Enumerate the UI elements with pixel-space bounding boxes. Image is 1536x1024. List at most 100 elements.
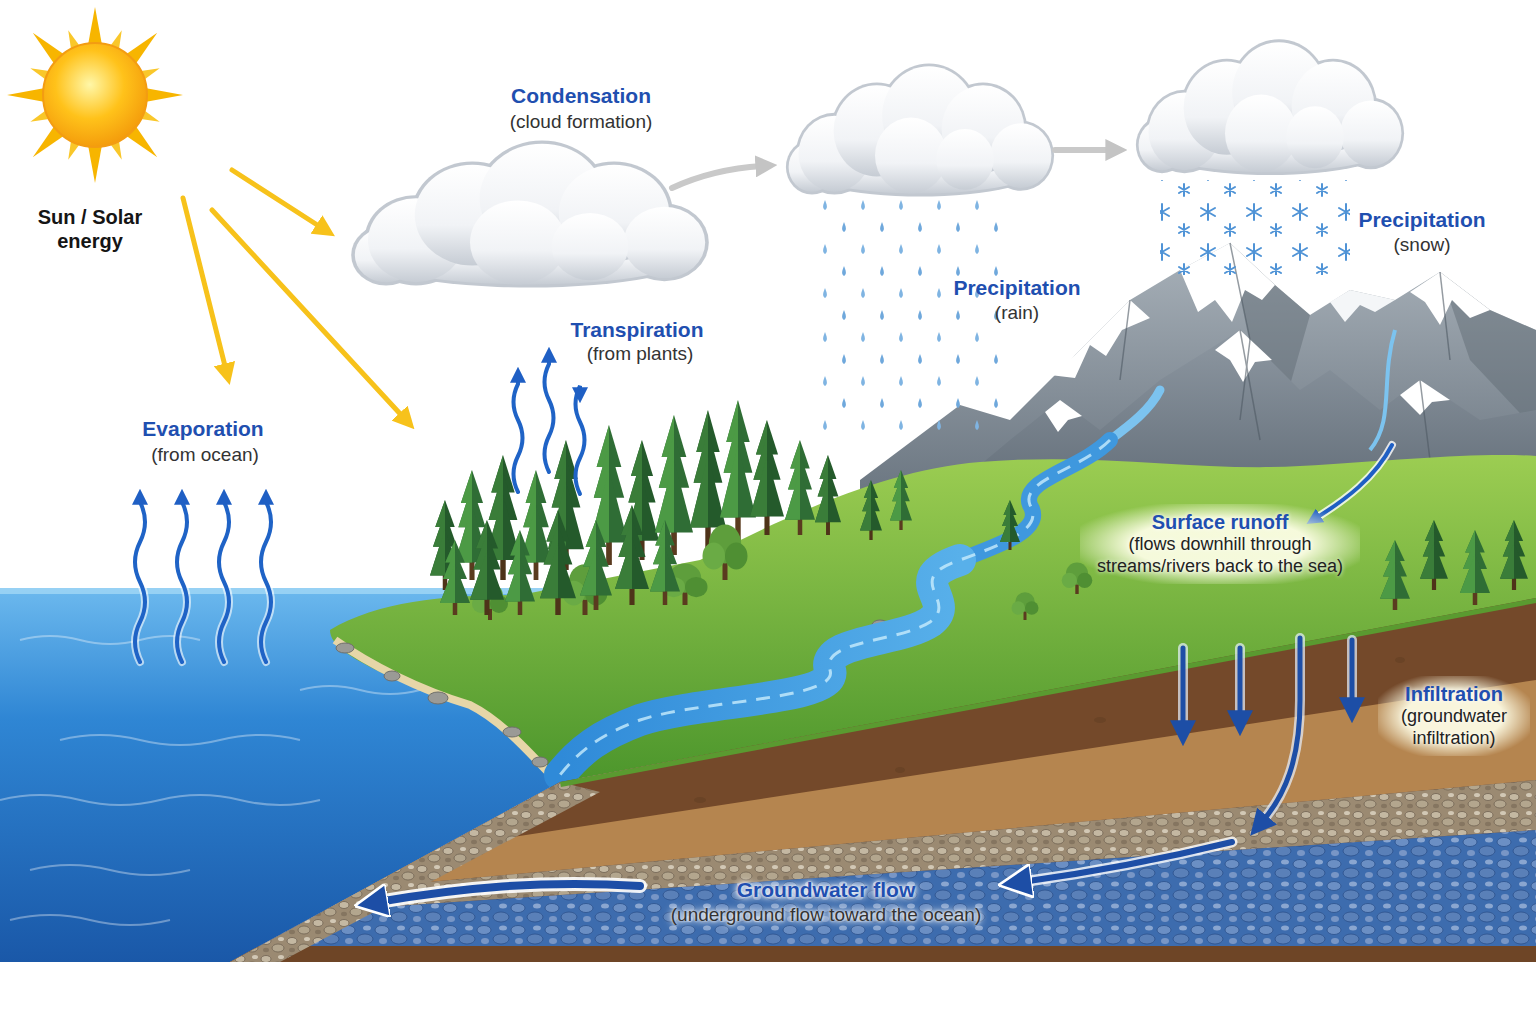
precipitation-symbols <box>1160 180 1350 275</box>
infiltration-arrow <box>1235 648 1245 718</box>
infiltration-arrow <box>1183 638 1352 822</box>
solar-arrow <box>232 170 322 228</box>
evaporation-arrow <box>219 500 229 662</box>
mountain-range <box>1050 300 1150 378</box>
soil-cross-section <box>200 580 1536 970</box>
soil-cross-section <box>230 782 600 962</box>
infiltration-arrow <box>1238 648 1243 718</box>
cloud-movement-arrow <box>672 150 1112 188</box>
soil-cross-section <box>895 767 905 773</box>
forest <box>703 525 748 581</box>
infiltration-arrow <box>1183 638 1352 822</box>
forest <box>440 540 470 615</box>
forest <box>1460 530 1490 605</box>
evaporation-arrow <box>177 500 187 662</box>
evaporation-arrow <box>135 500 145 662</box>
callout-heading: Surface runoff <box>1084 510 1356 534</box>
infiltration-arrow <box>1262 638 1300 822</box>
soil-cross-section <box>200 580 1536 970</box>
callout-description: (groundwater infiltration) <box>1382 706 1526 750</box>
infiltration-arrow <box>1181 648 1186 728</box>
callout-box: Infiltration(groundwater infiltration) <box>1378 676 1530 756</box>
sun <box>7 7 183 183</box>
mountain-range <box>1440 272 1450 360</box>
river <box>1110 390 1160 440</box>
sun <box>88 7 102 45</box>
forest <box>580 520 612 610</box>
soil-cross-section <box>694 797 706 803</box>
meadow-land <box>384 671 400 681</box>
sun <box>7 88 45 102</box>
forest <box>785 440 815 535</box>
solar-arrow <box>183 170 404 418</box>
callout-heading: Infiltration <box>1382 682 1526 706</box>
sun <box>88 145 102 183</box>
mountain-range <box>1400 380 1450 415</box>
stage-heading: Precipitation <box>953 275 1080 301</box>
meadow-land <box>335 640 548 772</box>
cloud <box>786 63 1054 196</box>
groundwater-arrow <box>378 842 1232 902</box>
evaporation-arrow <box>261 500 271 662</box>
solar-arrow <box>212 210 404 418</box>
meadow-land <box>532 757 548 767</box>
energy-source-label: Sun / Solar energy <box>25 205 155 254</box>
evaporation-arrow <box>135 500 271 662</box>
stage-description: (from ocean) <box>151 443 259 466</box>
forest <box>1420 520 1448 590</box>
groundwater-arrow <box>1022 842 1232 882</box>
evaporation-arrow <box>135 500 271 662</box>
transpiration-arrow <box>545 358 554 472</box>
ocean <box>300 686 420 694</box>
mountain-range <box>1410 272 1490 325</box>
cloud <box>351 141 709 288</box>
river <box>1370 330 1395 450</box>
forest <box>750 420 784 535</box>
evaporation-arrow <box>135 500 145 662</box>
mountain-range <box>1330 290 1395 322</box>
forest <box>650 520 680 605</box>
mountain-range <box>1120 243 1450 460</box>
infiltration-arrow <box>1350 640 1355 705</box>
meadow-land <box>503 727 521 737</box>
transpiration-arrow <box>514 358 585 494</box>
soil-cross-section <box>560 598 1536 782</box>
forest <box>470 520 504 615</box>
evaporation-arrow <box>219 500 229 662</box>
sun <box>43 43 147 147</box>
forest <box>1012 592 1039 620</box>
forest <box>540 510 576 615</box>
groundwater-arrow <box>378 884 640 902</box>
cloud-movement-arrow <box>1055 147 1112 153</box>
precipitation-symbols <box>815 180 1350 440</box>
forest <box>815 455 841 535</box>
stage-description: (snow) <box>1393 233 1450 256</box>
soil-cross-section <box>1094 717 1106 723</box>
forest <box>890 470 912 530</box>
groundwater-arrow <box>1022 842 1232 882</box>
meadow-land <box>428 692 448 704</box>
stage-heading: Precipitation <box>1358 207 1485 233</box>
forest <box>860 480 882 540</box>
stage-heading: Evaporation <box>142 416 263 442</box>
forest <box>505 530 535 615</box>
callout-description: (flows downhill through streams/rivers b… <box>1084 534 1356 578</box>
infiltration-arrow <box>1347 640 1357 705</box>
infiltration-arrow <box>1183 638 1352 822</box>
meadow-land <box>336 643 354 653</box>
callout-box: Surface runoff(flows downhill through st… <box>1080 504 1360 584</box>
stage-description: (cloud formation) <box>510 110 653 133</box>
mountain-range <box>1240 330 1260 440</box>
forest <box>1500 520 1528 590</box>
stage-heading: Transpiration <box>570 317 703 343</box>
infiltration-arrow <box>1178 648 1188 728</box>
stage-heading: Groundwater flow <box>737 877 916 903</box>
cloud-movement-arrow <box>672 166 762 188</box>
mountain-range <box>1420 380 1430 460</box>
stage-description: (underground flow toward the ocean) <box>671 903 982 926</box>
stage-heading: Condensation <box>511 83 651 109</box>
forest <box>720 400 756 540</box>
